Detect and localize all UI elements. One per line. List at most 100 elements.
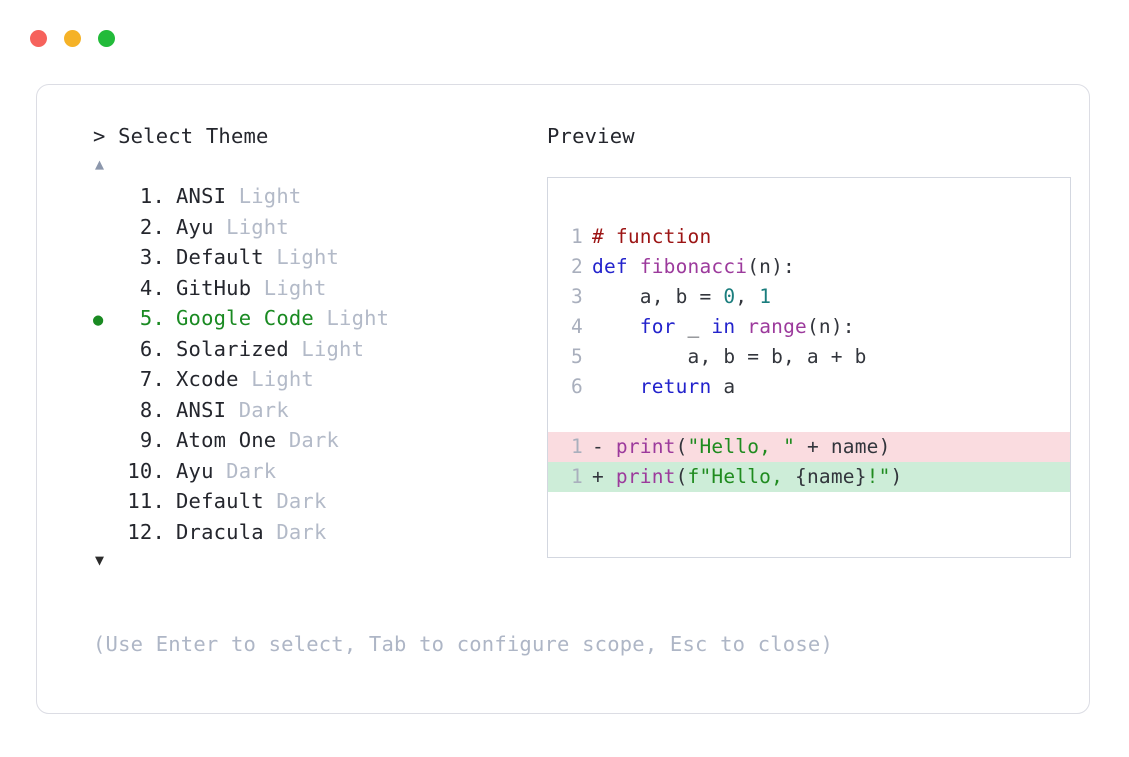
code-text: for _ in range(n):	[592, 312, 855, 342]
line-number: 2	[571, 255, 583, 278]
line-number: 3	[571, 285, 583, 308]
theme-item-number: 9.	[139, 428, 165, 452]
traffic-lights	[30, 29, 115, 47]
code-token: (n):	[747, 255, 795, 278]
theme-item-number: 6.	[139, 336, 165, 361]
code-line: 3 a, b = 0, 1	[548, 282, 1070, 312]
code-token: a, b =	[592, 285, 724, 308]
theme-item-variant: Light	[251, 275, 327, 300]
bullet-spacer	[93, 336, 121, 367]
code-line-removed: 1- print("Hello, " + name)	[548, 432, 1070, 462]
theme-item-variant: Light	[213, 214, 289, 239]
bullet-spacer	[93, 366, 121, 397]
code-token: in	[711, 315, 736, 338]
select-theme-prompt: > Select Theme	[93, 124, 269, 148]
theme-item-name: Ayu	[176, 458, 214, 483]
theme-list-item[interactable]: ●5.Google Code Light	[93, 303, 535, 334]
code-token: fibonacci	[639, 255, 748, 278]
theme-item-variant: Dark	[226, 397, 289, 422]
theme-item-variant: Dark	[276, 428, 340, 452]
theme-list-item[interactable]: 8. ANSI Dark	[93, 395, 535, 426]
code-token: # function	[592, 225, 712, 248]
bullet-spacer	[93, 214, 121, 245]
theme-item-name: ANSI	[176, 184, 227, 208]
theme-item-number: 1.	[139, 184, 165, 208]
code-token: (	[675, 465, 688, 488]
theme-item-variant: Dark	[213, 458, 277, 483]
scroll-down-arrow-icon[interactable]: ▼	[95, 551, 105, 569]
code-token: +	[592, 465, 616, 488]
code-text: a, b = 0, 1	[592, 282, 771, 312]
theme-item-number: 5.	[139, 306, 165, 330]
theme-item-name: GitHub	[176, 275, 252, 300]
code-text: # function	[592, 222, 711, 252]
code-text: return a	[592, 372, 735, 402]
theme-item-variant: Dark	[263, 519, 327, 544]
theme-item-name: Atom One	[176, 428, 277, 452]
theme-selector-card: > Select Theme ▲ 1.ANSI Light 2.Ayu Ligh…	[36, 84, 1090, 714]
theme-list-item[interactable]: 12.Dracula Dark	[93, 517, 535, 548]
code-token: a, b = b, a + b	[592, 345, 867, 368]
bullet-spacer	[93, 488, 121, 519]
code-token: return	[639, 375, 712, 398]
theme-list-item[interactable]: 4. GitHub Light	[93, 273, 535, 304]
theme-list-column: > Select Theme ▲ 1.ANSI Light 2.Ayu Ligh…	[65, 121, 535, 573]
code-token: (n):	[806, 315, 855, 338]
theme-item-variant: Light	[226, 184, 302, 208]
theme-list-item[interactable]: 11. Default Dark	[93, 486, 535, 517]
close-button[interactable]	[30, 29, 47, 47]
theme-list-item[interactable]: 2.Ayu Light	[93, 212, 535, 243]
theme-list[interactable]: 1.ANSI Light 2.Ayu Light 3.Default Light…	[93, 181, 535, 547]
theme-item-name: Google Code	[176, 306, 314, 330]
code-token	[592, 375, 640, 398]
code-text: - print("Hello, " + name)	[592, 432, 891, 462]
theme-item-number: 2.	[139, 214, 165, 239]
selected-bullet-icon: ●	[93, 310, 104, 330]
theme-item-name: Default	[176, 245, 264, 269]
line-number: 4	[571, 315, 583, 338]
theme-item-variant: Light	[288, 336, 365, 361]
theme-item-number: 8.	[139, 397, 165, 422]
code-token: range	[747, 315, 807, 338]
theme-item-name: ANSI	[176, 397, 227, 422]
theme-item-number: 4.	[139, 275, 165, 300]
theme-item-variant: Dark	[263, 489, 327, 513]
code-token: for	[639, 315, 676, 338]
code-line: 5 a, b = b, a + b	[548, 342, 1070, 372]
bullet-spacer	[93, 458, 121, 489]
line-number: 1	[571, 465, 583, 488]
theme-list-item[interactable]: 9. Atom One Dark	[93, 425, 535, 456]
bullet-spacer	[93, 397, 121, 428]
code-text: a, b = b, a + b	[592, 342, 867, 372]
code-token: 0	[723, 285, 736, 308]
code-line: 2 def fibonacci(n):	[548, 252, 1070, 282]
theme-item-variant: Light	[238, 367, 314, 391]
maximize-button[interactable]	[98, 29, 115, 47]
code-line-blank	[548, 402, 1070, 432]
theme-list-item[interactable]: 3.Default Light	[93, 242, 535, 273]
code-token: (	[675, 435, 688, 458]
code-token: print	[615, 465, 676, 488]
theme-item-number: 11.	[127, 489, 165, 513]
code-token: def	[592, 255, 640, 278]
scroll-up-arrow-icon[interactable]: ▲	[95, 155, 105, 173]
theme-list-item[interactable]: 7. Xcode Light	[93, 364, 535, 395]
code-token: {name}	[795, 465, 867, 488]
theme-item-name: Xcode	[176, 367, 239, 391]
code-line: 1# function	[548, 222, 1070, 252]
theme-item-name: Default	[176, 489, 264, 513]
theme-list-item[interactable]: 6.Solarized Light	[93, 334, 535, 365]
theme-list-item[interactable]: 1. ANSI Light	[93, 181, 535, 212]
code-token	[735, 315, 747, 338]
theme-item-number: 7.	[139, 367, 165, 391]
theme-item-variant: Light	[263, 245, 340, 269]
theme-list-item[interactable]: 10.Ayu Dark	[93, 456, 535, 487]
bullet-spacer	[93, 244, 121, 275]
keyboard-hint: (Use Enter to select, Tab to configure s…	[93, 632, 833, 656]
minimize-button[interactable]	[64, 29, 81, 47]
theme-item-name: Dracula	[176, 519, 264, 544]
window-titlebar	[0, 0, 1129, 76]
code-token: )	[890, 465, 903, 488]
